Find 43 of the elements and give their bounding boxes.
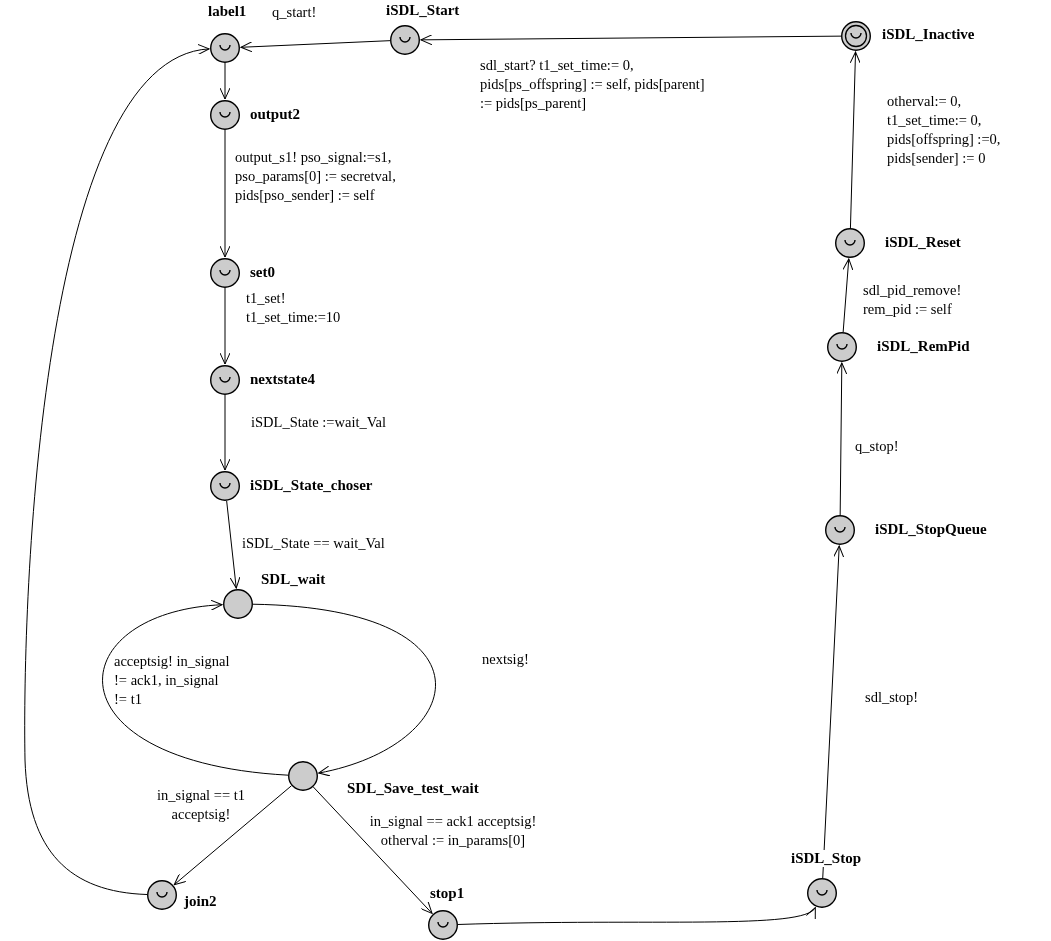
- transition-arrow: [219, 287, 231, 365]
- transition-arrow: [836, 362, 848, 516]
- edge-label: q_stop!: [855, 437, 899, 456]
- transition-arrow: [240, 40, 391, 53]
- transition-arrow: [822, 545, 845, 879]
- state-name: output2: [249, 106, 302, 123]
- edge-label: in_signal == ack1 acceptsig! otherval := in_params[0]: [368, 812, 538, 850]
- state-name: iSDL_State_choser: [249, 477, 374, 494]
- edge-label: nextsig!: [482, 650, 529, 669]
- transition-arrow: [173, 785, 293, 886]
- edge-label: t1_set! t1_set_time:=10: [246, 289, 342, 327]
- state-name: iSDL_StopQueue: [874, 521, 988, 538]
- edge-label: sdl_pid_remove! rem_pid := self: [863, 281, 963, 319]
- state-name: stop1: [429, 885, 466, 902]
- transition-arrow: [842, 258, 854, 333]
- edge-label: in_signal == t1 acceptsig!: [155, 786, 247, 824]
- state-name: SDL_Save_test_wait: [346, 780, 480, 797]
- transition-arrow: [24, 47, 210, 895]
- state-name: iSDL_Stop: [790, 850, 863, 867]
- edge-label: sdl_stop!: [865, 688, 919, 707]
- edge-label: sdl_start? t1_set_time:= 0, pids[ps_offspring] := self, pids[parent] := pids[ps_parent]: [480, 56, 706, 113]
- edge-label: acceptsig! in_signal != ack1, in_signal != t1: [114, 652, 230, 709]
- transition-arrow: [420, 34, 842, 46]
- transition-arrow: [219, 129, 231, 258]
- transition-arrow: [312, 786, 433, 914]
- state-name: iSDL_Reset: [884, 234, 962, 251]
- edge-label: output_s1! pso_signal:=s1, pso_params[0] := secretval, pids[pso_sender] := self: [235, 148, 397, 205]
- state-name: join2: [183, 893, 218, 910]
- state-name: SDL_wait: [260, 571, 327, 588]
- transition-arrow: [102, 600, 289, 776]
- transition-arrow: [457, 907, 816, 925]
- transition-arrow: [219, 394, 231, 471]
- transition-arrow: [252, 603, 436, 776]
- edge-label: otherval:= 0, t1_set_time:= 0, pids[offspring] :=0, pids[sender] := 0: [887, 92, 1002, 168]
- edge-label: iSDL_State :=wait_Val: [251, 413, 387, 432]
- transition-arrow: [219, 62, 231, 100]
- state-name: iSDL_Inactive: [881, 26, 976, 43]
- transition-arrow: [849, 51, 861, 229]
- edge-label: q_start!: [272, 3, 317, 22]
- transition-arrow: [226, 500, 241, 589]
- state-name: iSDL_Start: [385, 2, 461, 19]
- edge-label: iSDL_State == wait_Val: [242, 534, 385, 553]
- state-name: iSDL_RemPid: [876, 338, 971, 355]
